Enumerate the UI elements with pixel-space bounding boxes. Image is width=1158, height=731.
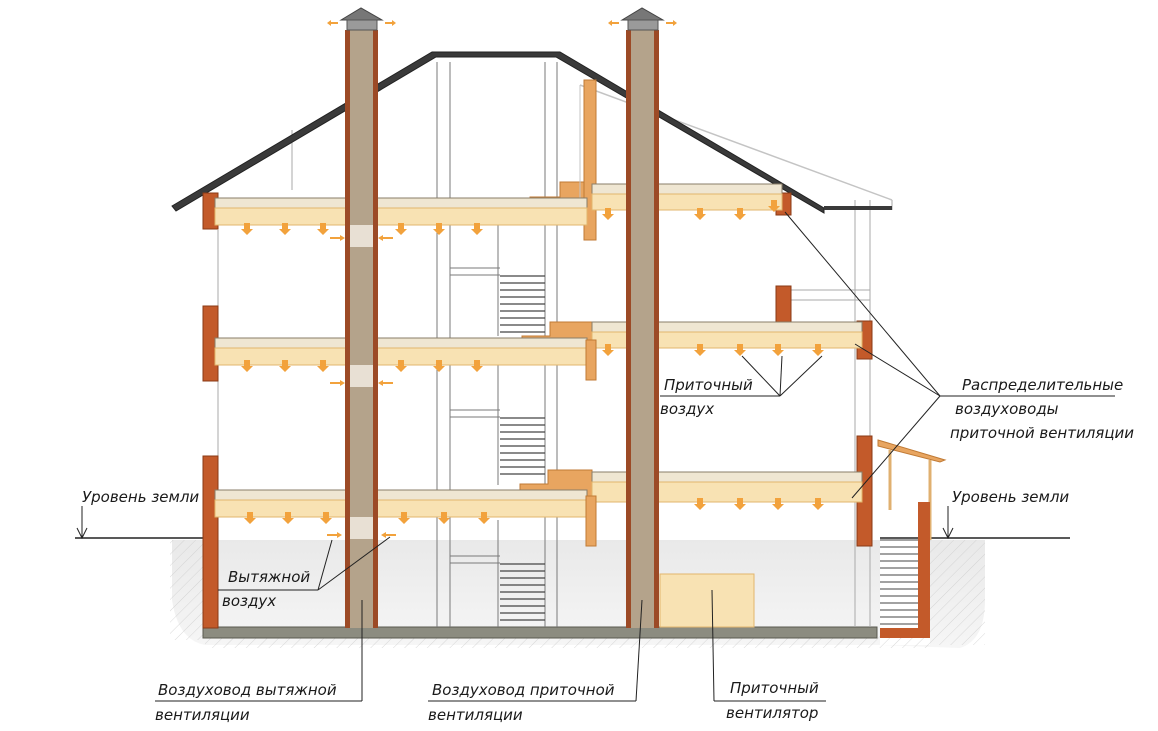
distribution-label-line2: воздуховоды — [955, 400, 1059, 418]
supply-air-label-line1: Приточный — [664, 376, 753, 394]
exhaust-intake-arrows — [327, 235, 396, 538]
partition-walls — [585, 339, 597, 547]
distribution-label-line1: Распределительные — [962, 376, 1123, 394]
supply-air-label-line2: воздух — [660, 400, 714, 418]
ground-level-line-left — [75, 506, 210, 540]
foundation-slab — [202, 626, 878, 639]
exhaust-chimney-cap — [339, 7, 384, 31]
supply-duct-label-line1: Воздуховод приточной — [432, 681, 615, 699]
exhaust-air-label-line2: воздух — [222, 592, 276, 610]
supply-duct-chimney — [626, 30, 659, 628]
supply-chimney-cap — [620, 7, 665, 31]
ground-level-line-right — [880, 506, 1070, 540]
ground-level-label-right: Уровень земли — [952, 488, 1069, 506]
ground-level-label-left: Уровень земли — [82, 488, 199, 506]
exhaust-duct-label-line1: Воздуховод вытяжной — [158, 681, 337, 699]
supply-fan-label-line2: вентилятор — [726, 704, 818, 722]
entrance-porch — [877, 439, 947, 638]
supply-fan-unit — [659, 573, 755, 628]
roof — [171, 51, 893, 214]
exhaust-air-label-line1: Вытяжной — [228, 568, 310, 586]
supply-duct-label-line2: вентиляции — [428, 706, 523, 724]
distribution-label-line3: приточной вентиляции — [950, 424, 1134, 442]
stair-steps — [500, 275, 545, 621]
floor-slabs — [214, 183, 863, 518]
supply-air-arrows — [241, 200, 824, 524]
leader-lines — [155, 211, 1115, 702]
exhaust-duct-chimney — [345, 30, 378, 628]
chimney-outlet-arrows — [327, 20, 677, 26]
exhaust-duct-label-line2: вентиляции — [155, 706, 250, 724]
supply-fan-label-line1: Приточный — [730, 679, 819, 697]
